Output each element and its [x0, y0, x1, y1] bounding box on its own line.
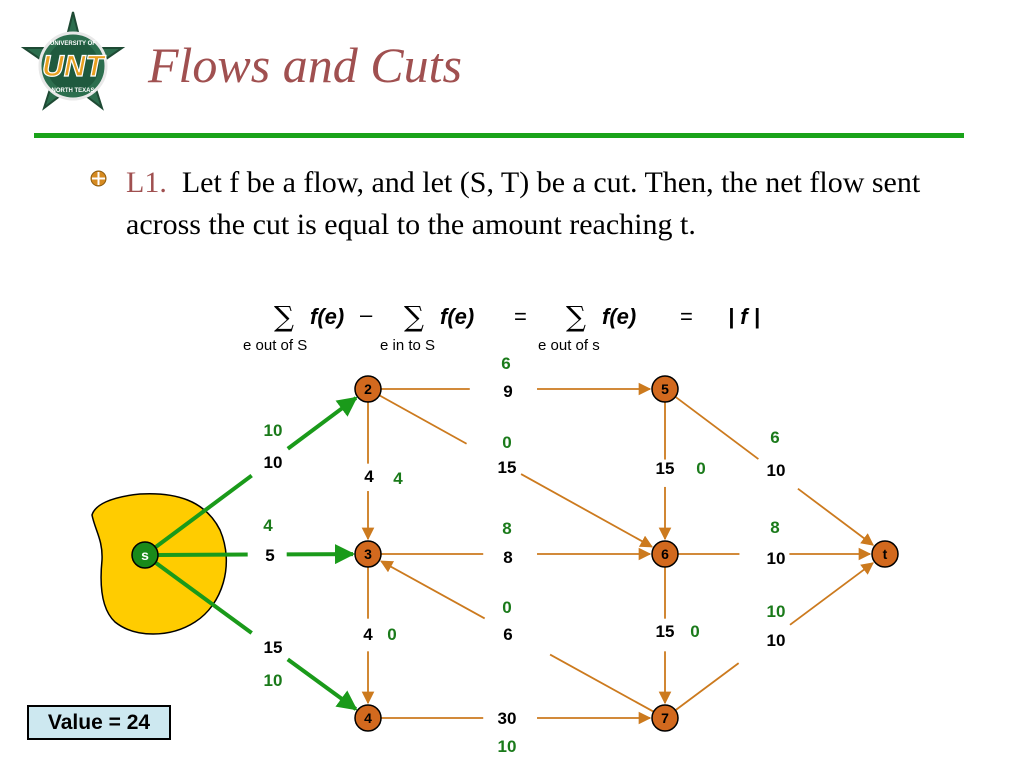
- node-s-label: s: [141, 547, 149, 563]
- edge-6-t-capacity: 10: [767, 549, 786, 568]
- edge-2-5-flow: 6: [501, 354, 510, 373]
- slide-title: Flows and Cuts: [148, 37, 462, 93]
- edge-s-4-capacity: 15: [264, 638, 283, 657]
- lemma-text: Let f be a flow, and let (S, T) be a cut…: [126, 166, 921, 241]
- edge-3-4-capacity: 4: [363, 625, 373, 644]
- edge-s-4-segment-2: [286, 657, 358, 711]
- edge-s-3-flow: 4: [263, 516, 273, 535]
- edge-3-6-capacity: 8: [503, 548, 512, 567]
- logo-ring-bottom: NORTH TEXAS: [51, 88, 94, 94]
- lemma-paragraph: L1. Let f be a flow, and let (S, T) be a…: [126, 162, 926, 246]
- title-divider: [34, 133, 964, 138]
- edge-2-3-capacity: 4: [364, 467, 374, 486]
- lemma-label: L1.: [126, 166, 167, 199]
- edge-s-2-segment-2: [286, 396, 358, 451]
- edge-5-t-capacity: 10: [767, 461, 786, 480]
- edge-6-7-capacity: 15: [656, 622, 675, 641]
- edge-2-6-segment-2: [520, 473, 653, 548]
- edge-s-4-flow: 10: [264, 671, 283, 690]
- edge-5-t-segment-2: [797, 487, 875, 546]
- node-7: [651, 704, 679, 732]
- edge-7-t-flow: 10: [767, 602, 786, 621]
- edge-5-t-flow: 6: [770, 428, 779, 447]
- logo-ring-top: UNIVERSITY OF: [50, 41, 96, 47]
- flow-value-box: Value = 24: [27, 705, 171, 740]
- edge-s-2-flow: 10: [264, 421, 283, 440]
- node-s: [131, 541, 159, 569]
- node-5-label: 5: [661, 381, 669, 397]
- node-t-label: t: [883, 546, 888, 562]
- edge-6-7-flow: 0: [690, 622, 699, 641]
- node-3: [354, 540, 382, 568]
- edge-s-2-capacity: 10: [264, 453, 283, 472]
- edge-s-3-capacity: 5: [265, 546, 274, 565]
- edge-7-3-segment-1: [549, 653, 655, 713]
- node-5: [651, 375, 679, 403]
- edge-s-4-segment-1: [154, 561, 253, 635]
- edge-4-7-capacity: 30: [498, 709, 517, 728]
- node-6: [651, 540, 679, 568]
- node-2: [354, 375, 382, 403]
- edge-5-6-flow: 0: [696, 459, 705, 478]
- edge-2-6-segment-1: [378, 394, 468, 445]
- edge-4-7-flow: 10: [498, 737, 517, 756]
- edge-7-t-segment-1: [674, 662, 740, 711]
- node-2-label: 2: [364, 381, 372, 397]
- node-3-label: 3: [364, 546, 372, 562]
- edge-3-4-flow: 0: [387, 625, 396, 644]
- edge-2-5-capacity: 9: [503, 382, 512, 401]
- node-4: [354, 704, 382, 732]
- edge-2-6-capacity: 15: [498, 458, 517, 477]
- edge-7-t-segment-2: [789, 562, 874, 626]
- edge-6-t-flow: 8: [770, 518, 779, 537]
- unt-logo: UNIVERSITY OF NORTH TEXAS UNT: [20, 11, 126, 111]
- edge-7-3-capacity: 6: [503, 625, 512, 644]
- edge-s-2-segment-1: [154, 473, 253, 549]
- edge-5-t-segment-1: [674, 396, 759, 460]
- edge-5-6-capacity: 15: [656, 459, 675, 478]
- bullet-icon: [90, 170, 107, 187]
- edge-2-6-flow: 0: [502, 433, 511, 452]
- node-7-label: 7: [661, 710, 669, 726]
- edge-7-3-segment-2: [380, 560, 486, 620]
- edge-7-3-flow: 0: [502, 598, 511, 617]
- node-t: [871, 540, 899, 568]
- edge-2-3-flow: 4: [393, 469, 403, 488]
- node-4-label: 4: [364, 710, 372, 726]
- node-6-label: 6: [661, 546, 669, 562]
- logo-wordmark: UNT: [42, 50, 106, 83]
- edge-7-t-capacity: 10: [767, 631, 786, 650]
- edge-3-6-flow: 8: [502, 519, 511, 538]
